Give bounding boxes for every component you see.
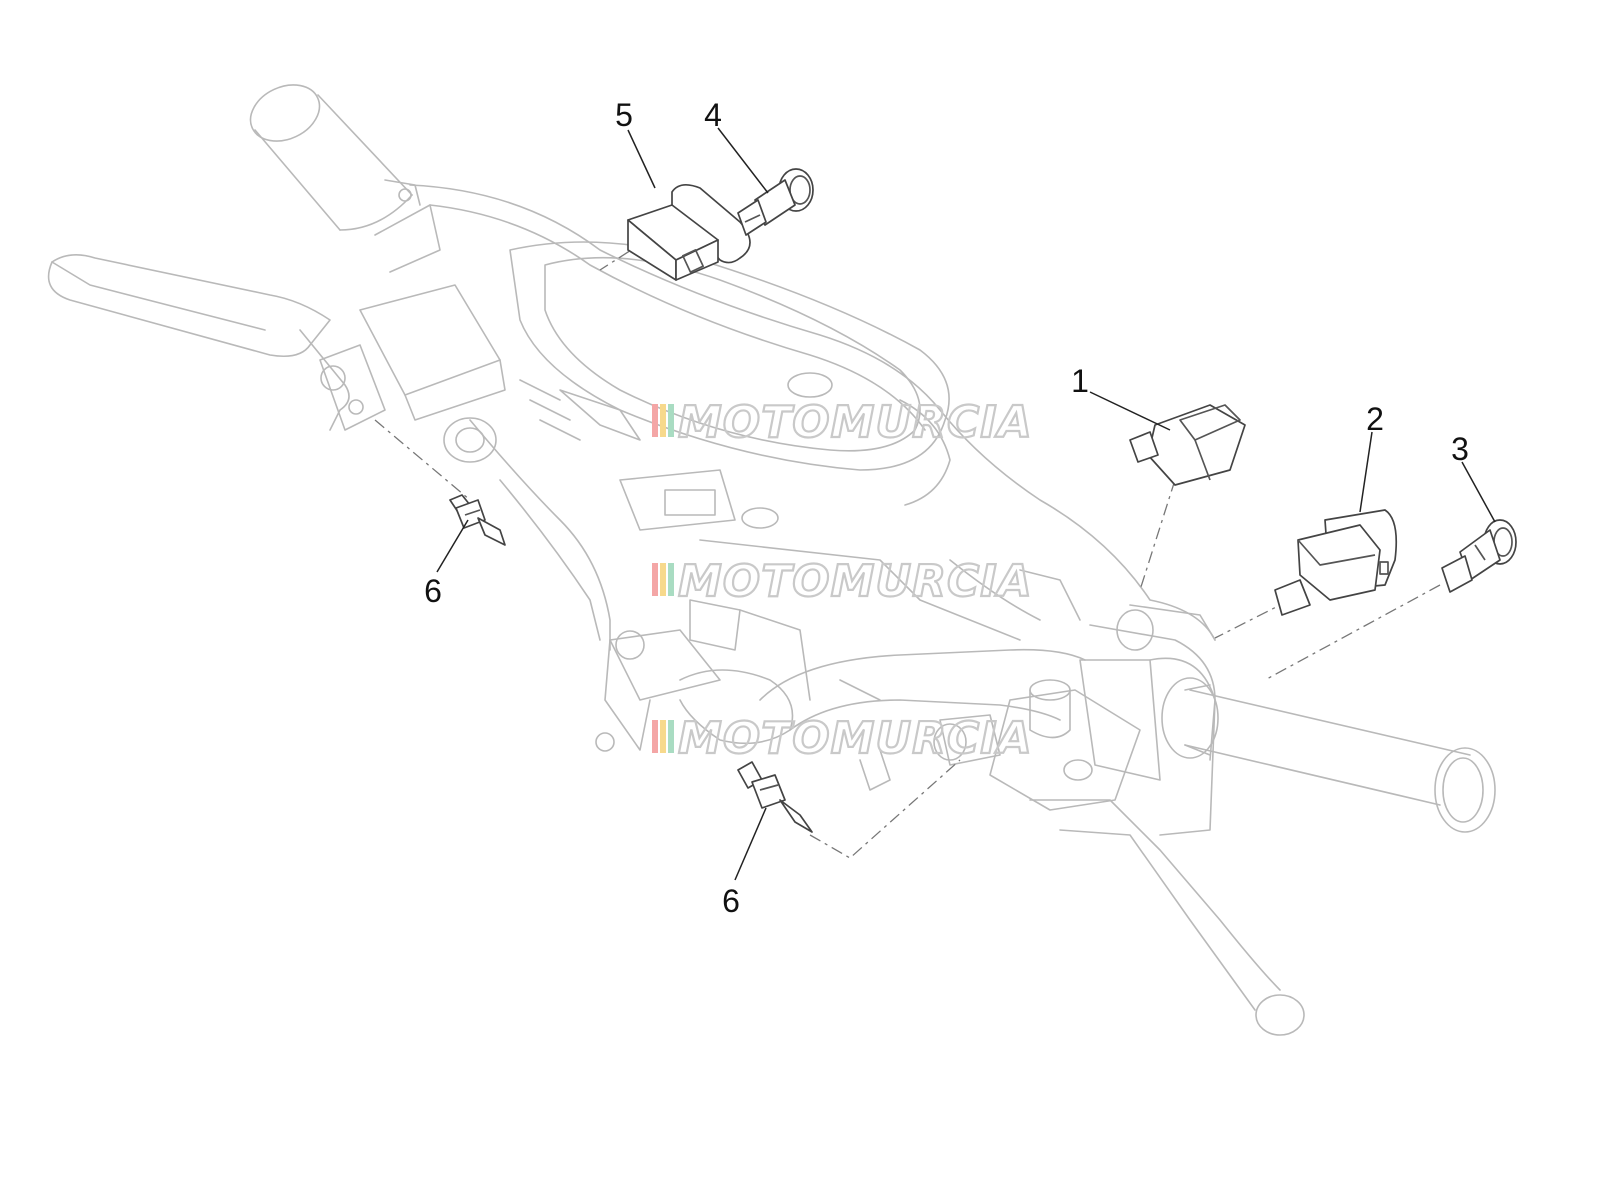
callout-4: 4 xyxy=(704,97,722,133)
part-2-switch xyxy=(1274,509,1398,616)
leader-line-1 xyxy=(1089,391,1171,431)
leader-line-6-upper xyxy=(436,519,469,573)
watermark-stripe-green xyxy=(668,563,674,596)
watermark-top: MOTOMURCIA xyxy=(652,396,1033,449)
callout-2: 2 xyxy=(1366,401,1384,437)
watermark-middle: MOTOMURCIA xyxy=(652,555,1033,608)
right-grip xyxy=(1161,677,1496,833)
assembly-line-part-2 xyxy=(1214,599,1291,639)
part-4-button xyxy=(737,168,814,236)
watermark-stripe-red xyxy=(652,720,658,753)
watermark-stripe-yellow xyxy=(660,720,666,753)
callout-labels: 5 4 1 2 3 6 6 xyxy=(424,97,1469,919)
watermark-text: MOTOMURCIA xyxy=(678,397,1033,448)
watermark-text: MOTOMURCIA xyxy=(678,713,1033,764)
leader-line-5 xyxy=(627,129,656,189)
watermark-stripe-green xyxy=(668,404,674,437)
handlebar-tube xyxy=(759,648,1086,731)
part-1-switch xyxy=(1129,404,1246,486)
watermark-stripe-yellow xyxy=(660,404,666,437)
right-brake-lever xyxy=(989,679,1305,1036)
callout-3: 3 xyxy=(1451,431,1469,467)
handlebar-assembly xyxy=(47,84,1496,1036)
callout-6-upper: 6 xyxy=(424,573,442,609)
leader-line-6-lower xyxy=(734,807,767,881)
leader-line-3 xyxy=(1461,461,1496,523)
part-6-stop-switch-lower xyxy=(737,761,813,833)
watermark-bottom: MOTOMURCIA xyxy=(652,712,1033,765)
leader-line-4 xyxy=(717,127,769,194)
assembly-line-part-6-lower xyxy=(809,759,961,859)
assembly-line-part-1 xyxy=(1139,479,1176,591)
assembly-line-part-6-upper xyxy=(374,419,471,501)
callout-1: 1 xyxy=(1071,363,1089,399)
watermark-stripe-red xyxy=(652,404,658,437)
watermark-text: MOTOMURCIA xyxy=(678,556,1033,607)
part-5-switch xyxy=(627,183,751,281)
assembly-line-part-3 xyxy=(1264,584,1441,681)
leader-lines xyxy=(436,127,1496,881)
part-6-stop-switch-upper xyxy=(449,494,506,546)
lower-left-fittings xyxy=(859,714,1001,791)
watermark-stripe-red xyxy=(652,563,658,596)
leader-line-2 xyxy=(1359,431,1373,513)
left-switch-housing xyxy=(319,179,506,463)
part-3-button xyxy=(1441,519,1517,593)
watermark-stripe-green xyxy=(668,720,674,753)
watermark-stripe-yellow xyxy=(660,563,666,596)
left-grip xyxy=(249,84,413,231)
callout-6-lower: 6 xyxy=(722,883,740,919)
callout-5: 5 xyxy=(615,97,633,133)
left-brake-lever xyxy=(47,254,350,431)
